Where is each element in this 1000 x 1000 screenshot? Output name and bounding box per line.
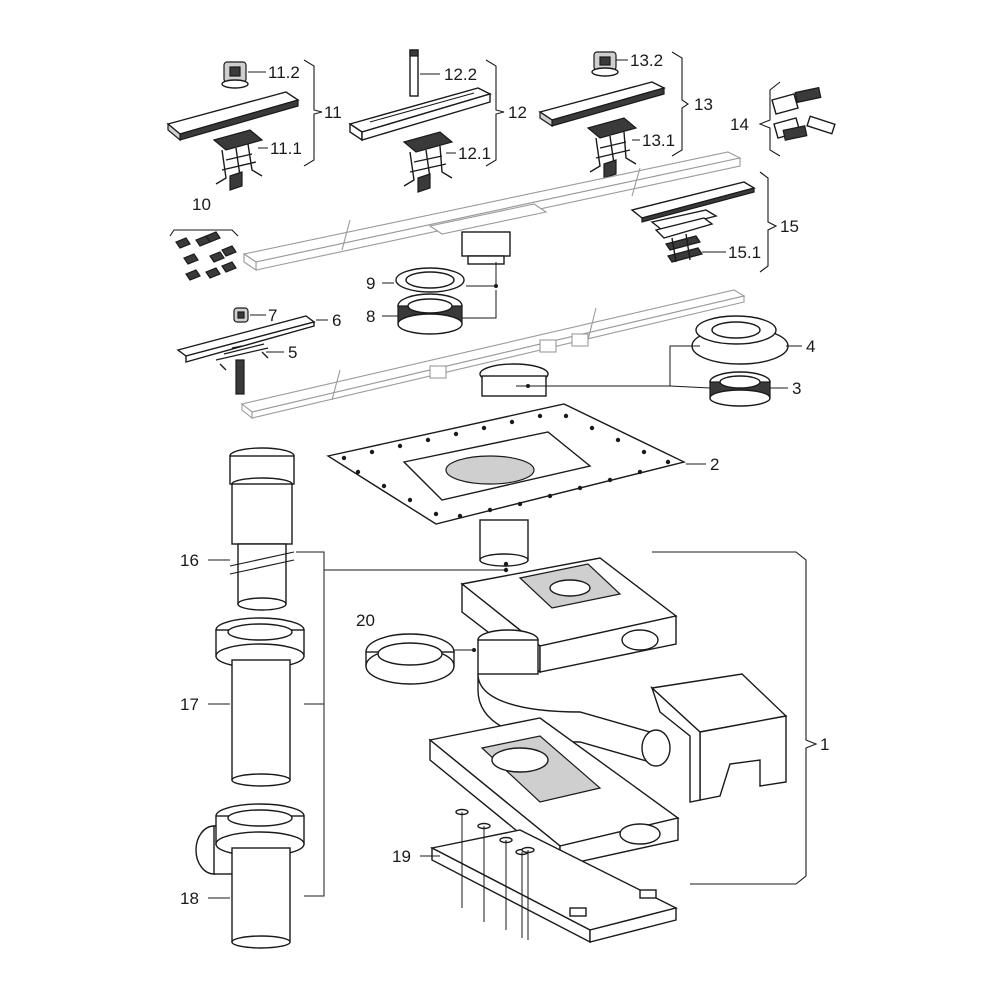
label-20: 20 [356, 611, 375, 630]
knob-13-2 [591, 51, 619, 77]
label-10: 10 [192, 195, 211, 214]
label-12-1: 12.1 [458, 144, 491, 163]
cover-cap [650, 673, 788, 803]
sealing-sheet-2 [326, 403, 687, 567]
channel-lower [240, 289, 746, 420]
cover-set-11 [166, 61, 300, 191]
label-19: 19 [392, 847, 411, 866]
label-11-1: 11.1 [270, 139, 302, 158]
label-13-2: 13.2 [630, 51, 663, 70]
knob-7 [233, 307, 249, 323]
bracket-5 [215, 343, 269, 395]
clips-10 [175, 231, 237, 281]
drain-body-1 [428, 557, 788, 944]
label-14: 14 [730, 115, 749, 134]
label-11: 11 [324, 103, 342, 122]
label-15-1: 15.1 [728, 243, 761, 262]
label-3: 3 [792, 379, 801, 398]
cover-plate-13 [538, 81, 666, 128]
callouts: 11.2 11 11.1 12.2 12 12.1 13.2 13 13.1 1… [180, 51, 829, 908]
label-8: 8 [366, 307, 375, 326]
pin-12-2 [409, 49, 419, 97]
label-13-1: 13.1 [642, 131, 675, 150]
cover-set-small [176, 307, 316, 395]
ring-20 [365, 633, 455, 685]
pipe-16 [229, 447, 295, 611]
screws-19 [455, 808, 535, 940]
label-4: 4 [806, 337, 815, 356]
bracket-11-1 [212, 129, 264, 191]
seal-ring-9 [395, 267, 465, 293]
label-5: 5 [288, 343, 297, 362]
label-12: 12 [508, 103, 527, 122]
label-13: 13 [694, 95, 713, 114]
cover-set-12 [348, 49, 492, 193]
label-6: 6 [332, 311, 341, 330]
channel-insert-15 [630, 181, 756, 263]
end-caps-14 [771, 86, 836, 141]
label-17: 17 [180, 695, 199, 714]
channel-upper [242, 151, 742, 272]
leaders [169, 51, 818, 899]
cover-set-13 [538, 51, 666, 179]
label-9: 9 [366, 274, 375, 293]
label-7: 7 [268, 306, 277, 325]
label-18: 18 [180, 889, 199, 908]
label-12-2: 12.2 [444, 65, 477, 84]
bracket-13-1 [586, 117, 638, 179]
outlet-8 [397, 293, 463, 335]
bracket-12-1 [402, 131, 454, 193]
pipe-18 [195, 803, 305, 949]
label-2: 2 [710, 455, 719, 474]
pipe-17 [215, 617, 305, 787]
cover-plate-11 [166, 91, 300, 142]
knob-11-2 [221, 61, 249, 89]
label-11-2: 11.2 [268, 63, 300, 82]
cover-plate-4 [691, 315, 789, 365]
strip-6 [176, 315, 316, 363]
outlet-3 [709, 371, 771, 407]
label-15: 15 [780, 217, 799, 236]
cover-plate-12 [348, 87, 492, 142]
label-1: 1 [820, 735, 829, 754]
label-16: 16 [180, 551, 199, 570]
